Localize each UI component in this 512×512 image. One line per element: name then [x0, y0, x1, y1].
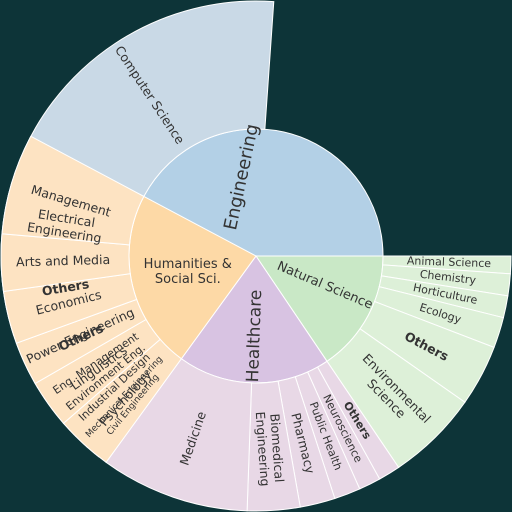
label-natural-science-animal-science: Animal Science — [407, 254, 492, 270]
label-humanities-social-sci: Humanities &Social Sci. — [144, 257, 232, 287]
label-humanities-social-sci-arts-and-media: Arts and Media — [16, 251, 110, 268]
label-natural-science-chemistry: Chemistry — [419, 268, 477, 287]
label-healthcare-biomedical-engineering: BiomedicalEngineering — [253, 410, 288, 487]
label-healthcare: Healthcare — [243, 289, 266, 382]
segment-engineering-computer-science[interactable] — [14, 0, 275, 216]
segment-humanities-social-sci-management[interactable] — [1, 135, 145, 246]
